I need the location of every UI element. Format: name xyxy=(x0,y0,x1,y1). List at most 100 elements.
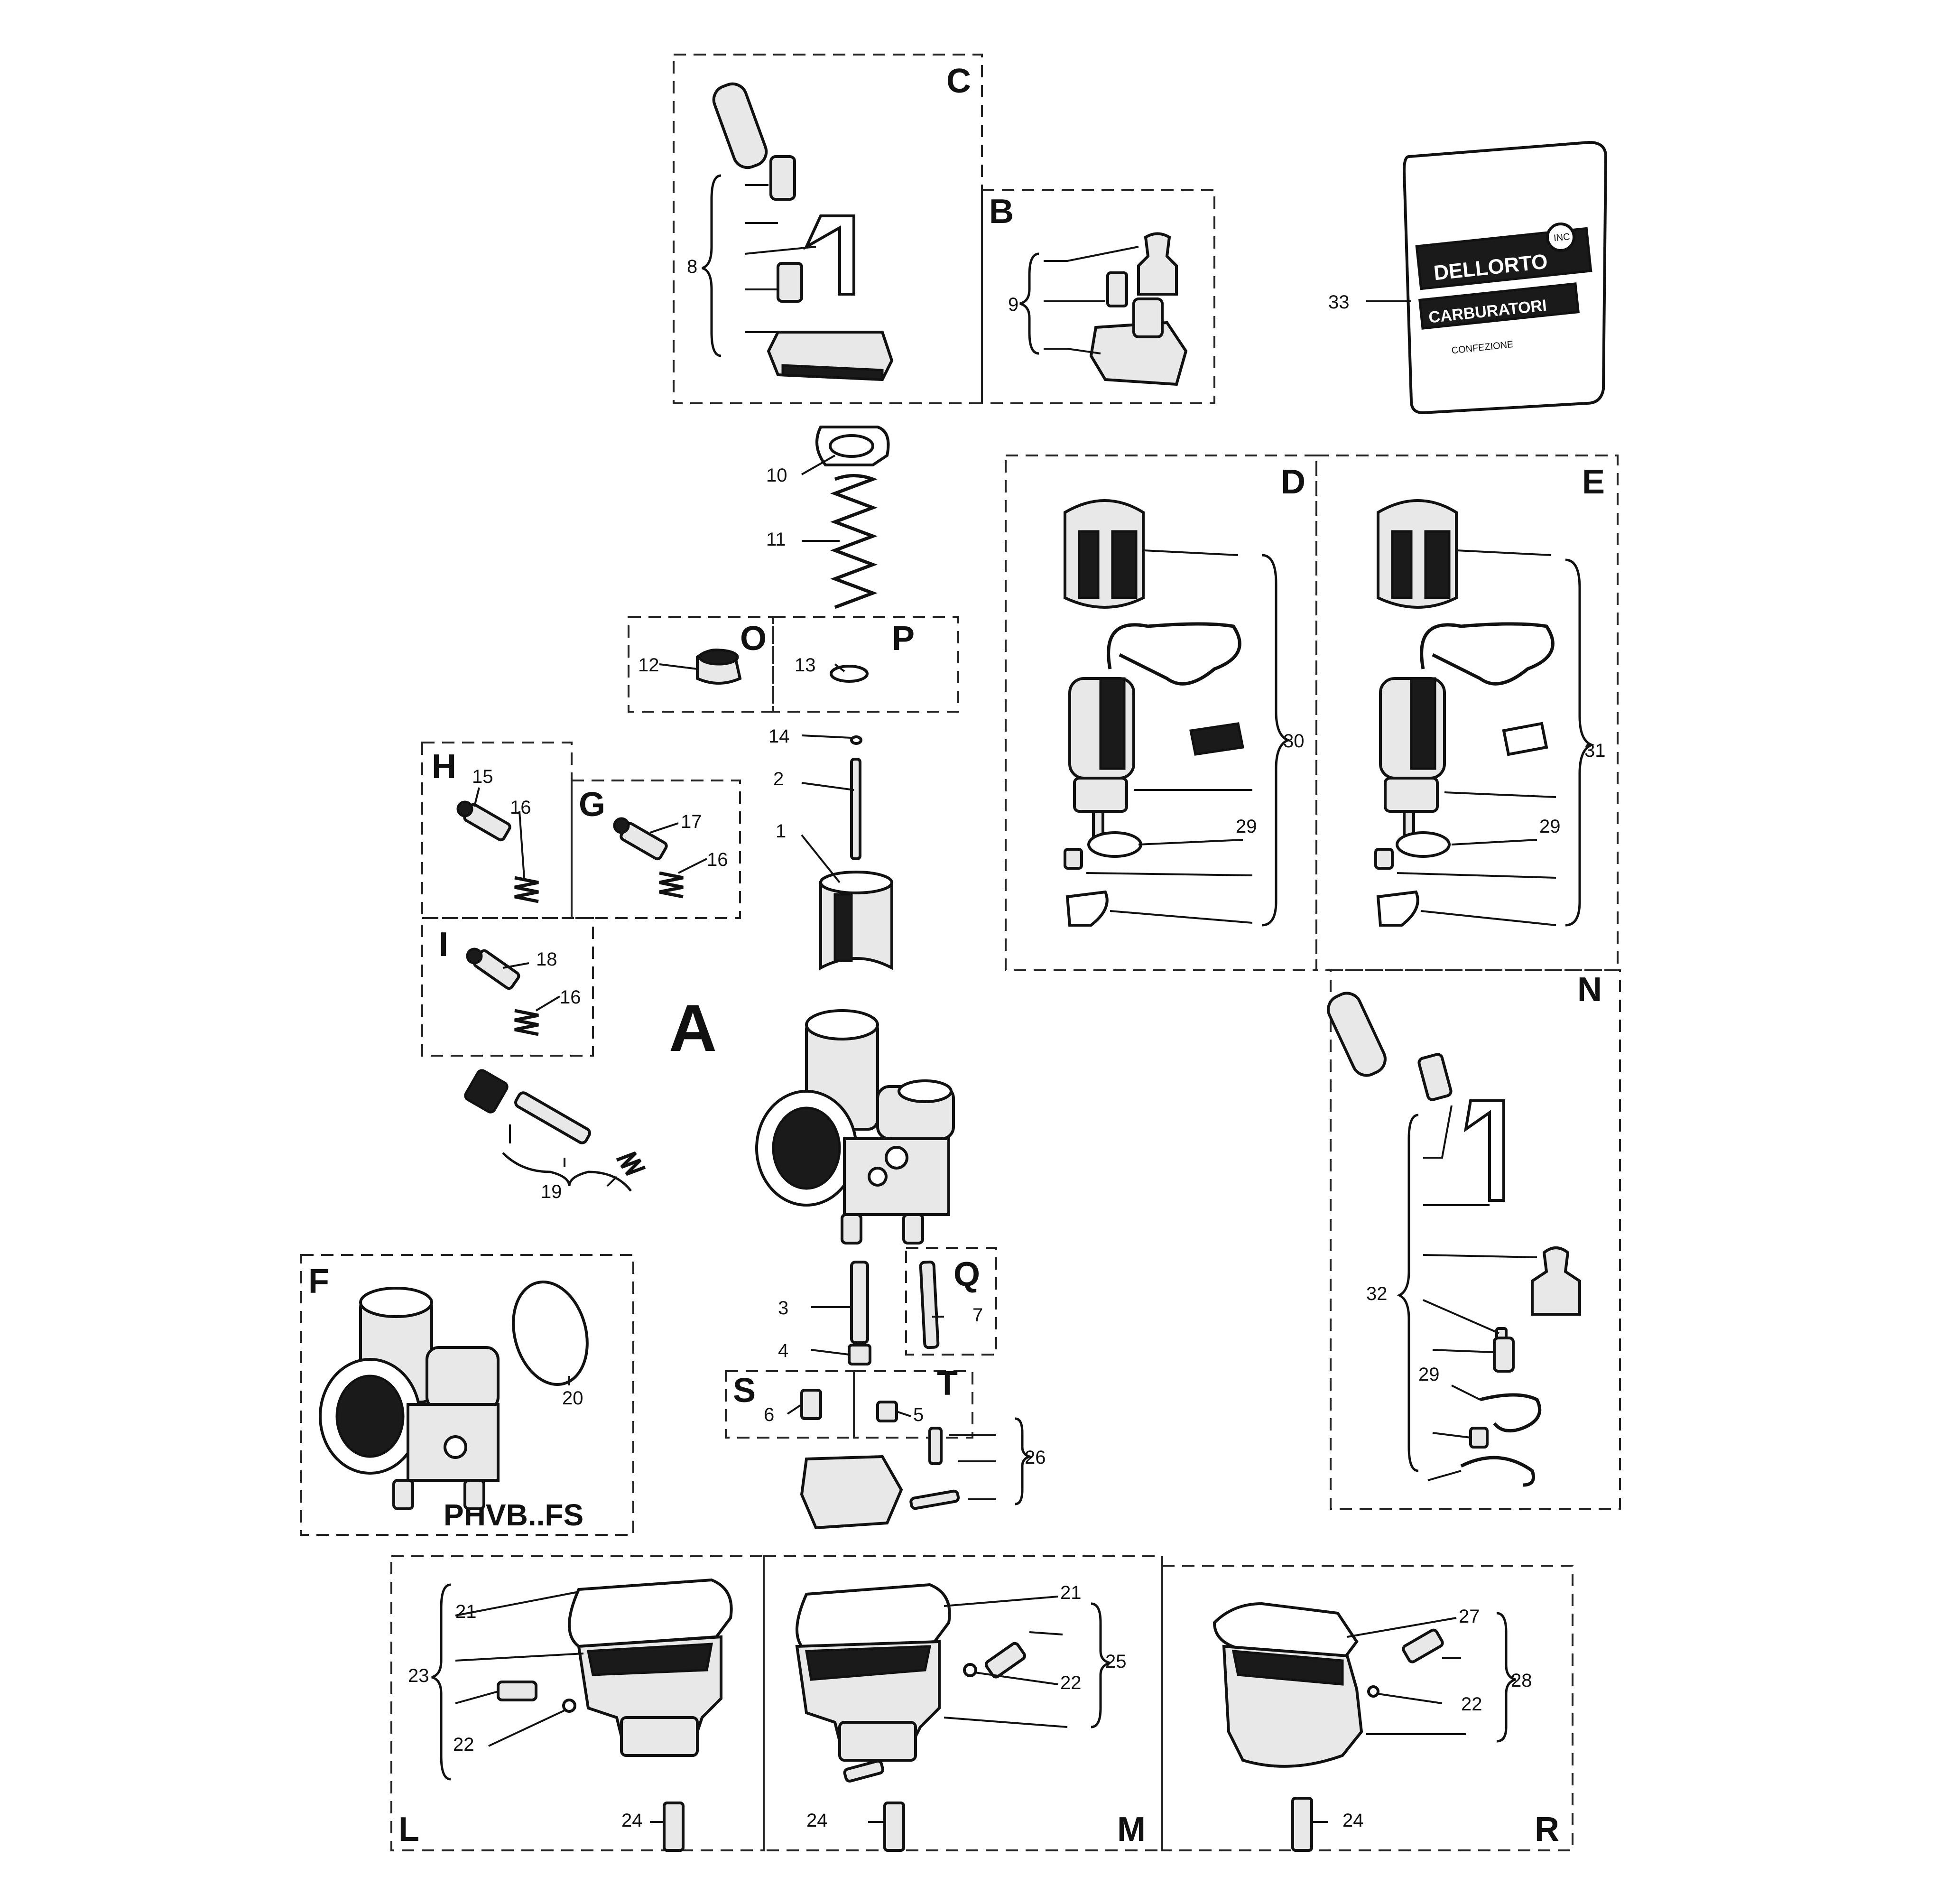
plate-E xyxy=(1376,890,1419,927)
coil-cap-E xyxy=(1377,499,1458,609)
letter-Q: Q xyxy=(953,1255,980,1293)
box-S xyxy=(725,1370,855,1439)
num-16-H: 16 xyxy=(510,797,531,818)
box-C xyxy=(673,54,983,404)
num-19: 19 xyxy=(541,1181,562,1202)
num-24-M: 24 xyxy=(806,1810,828,1831)
brace-28 xyxy=(1496,1612,1516,1743)
clip-13 xyxy=(830,665,869,683)
float-bowl-23 xyxy=(577,1635,722,1757)
box-H xyxy=(421,742,573,919)
leaders-M xyxy=(868,1596,1068,1823)
parts-bag-33: DELLORTO CARBURATORI CONFEZIONE INC xyxy=(1402,140,1608,415)
num-24-L: 24 xyxy=(621,1810,643,1831)
leaders-L xyxy=(455,1591,664,1823)
float-bowl-28 xyxy=(1222,1644,1363,1768)
box-M xyxy=(763,1555,1163,1851)
washer-22-L xyxy=(562,1699,576,1713)
o-ring-20 xyxy=(512,1280,589,1386)
screw-M xyxy=(984,1642,1026,1679)
screw-18 xyxy=(466,947,520,990)
num-11: 11 xyxy=(766,529,786,550)
brace-26 xyxy=(1015,1417,1033,1505)
leaders-19 xyxy=(509,1124,618,1187)
leaders-center xyxy=(659,455,854,883)
leaders-9 xyxy=(1044,246,1139,354)
jet-6 xyxy=(800,1389,822,1420)
screw-24-M xyxy=(883,1802,905,1852)
choke-assembly-C xyxy=(712,82,894,381)
num-28: 28 xyxy=(1511,1670,1532,1691)
leaders-N xyxy=(1423,1105,1537,1481)
letter-I: I xyxy=(439,926,448,964)
brace-31 xyxy=(1565,558,1595,927)
num-4: 4 xyxy=(778,1340,788,1361)
num-17: 17 xyxy=(681,811,702,832)
tube-7 xyxy=(919,1260,940,1349)
spring-16-I xyxy=(514,1009,539,1036)
spring-16-G xyxy=(659,871,684,899)
num-13: 13 xyxy=(795,655,816,676)
num-27: 27 xyxy=(1459,1606,1480,1627)
coil-D xyxy=(1068,622,1244,841)
letter-A: A xyxy=(669,991,717,1065)
brace-23 xyxy=(431,1583,451,1781)
screw-24-L xyxy=(663,1802,685,1852)
brace-32 xyxy=(1397,1114,1419,1472)
box-T xyxy=(853,1370,973,1439)
num-20: 20 xyxy=(562,1388,583,1409)
letter-E: E xyxy=(1582,463,1605,501)
num-23: 23 xyxy=(408,1665,429,1686)
letter-L: L xyxy=(398,1811,419,1848)
num-30: 30 xyxy=(1283,731,1305,752)
letter-C: C xyxy=(946,62,971,100)
num-22-L: 22 xyxy=(453,1734,474,1755)
leaders-D xyxy=(1086,549,1253,924)
letter-F: F xyxy=(308,1263,329,1300)
box-N xyxy=(1330,969,1621,1510)
num-3: 3 xyxy=(778,1298,788,1319)
brace-25 xyxy=(1091,1602,1111,1728)
screw-17 xyxy=(613,817,668,861)
num-18: 18 xyxy=(536,949,557,970)
num-15: 15 xyxy=(472,766,493,787)
box-E xyxy=(1315,455,1619,971)
box-G xyxy=(571,780,741,919)
brace-30 xyxy=(1261,554,1291,927)
screw-L xyxy=(497,1681,537,1701)
num-16-G: 16 xyxy=(707,849,728,870)
float-assembly-26 xyxy=(800,1427,960,1530)
num-22-R: 22 xyxy=(1461,1694,1482,1715)
carburetor-body-A xyxy=(755,1009,955,1245)
screw-D xyxy=(1064,848,1083,870)
num-32: 32 xyxy=(1366,1283,1388,1304)
needle-2 xyxy=(850,758,861,860)
spring-16-H xyxy=(514,876,539,903)
letter-T: T xyxy=(937,1365,958,1402)
num-5: 5 xyxy=(913,1404,924,1425)
letter-O: O xyxy=(740,620,767,658)
num-21-L: 21 xyxy=(455,1601,477,1622)
coil-cap-D xyxy=(1064,499,1145,609)
ring-29-E xyxy=(1396,831,1451,858)
cap-12 xyxy=(696,649,742,685)
num-14: 14 xyxy=(768,726,790,747)
num-29-E: 29 xyxy=(1539,816,1561,837)
letter-G: G xyxy=(579,786,605,824)
num-25: 25 xyxy=(1105,1651,1127,1672)
brace-9 xyxy=(1019,252,1039,355)
brace-8 xyxy=(702,174,722,357)
washer-22-M xyxy=(963,1663,977,1677)
num-12: 12 xyxy=(638,655,659,676)
mixture-screw-19 xyxy=(464,1069,646,1176)
leaders-8 xyxy=(744,184,816,333)
brace-19 xyxy=(502,1152,632,1192)
jet-5 xyxy=(876,1401,898,1422)
letter-B: B xyxy=(989,193,1014,231)
screw-R xyxy=(1402,1628,1444,1663)
screw-E xyxy=(1374,848,1394,870)
carburetor-body-F xyxy=(319,1287,500,1510)
box-D xyxy=(1005,455,1317,971)
num-24-R: 24 xyxy=(1342,1810,1364,1831)
